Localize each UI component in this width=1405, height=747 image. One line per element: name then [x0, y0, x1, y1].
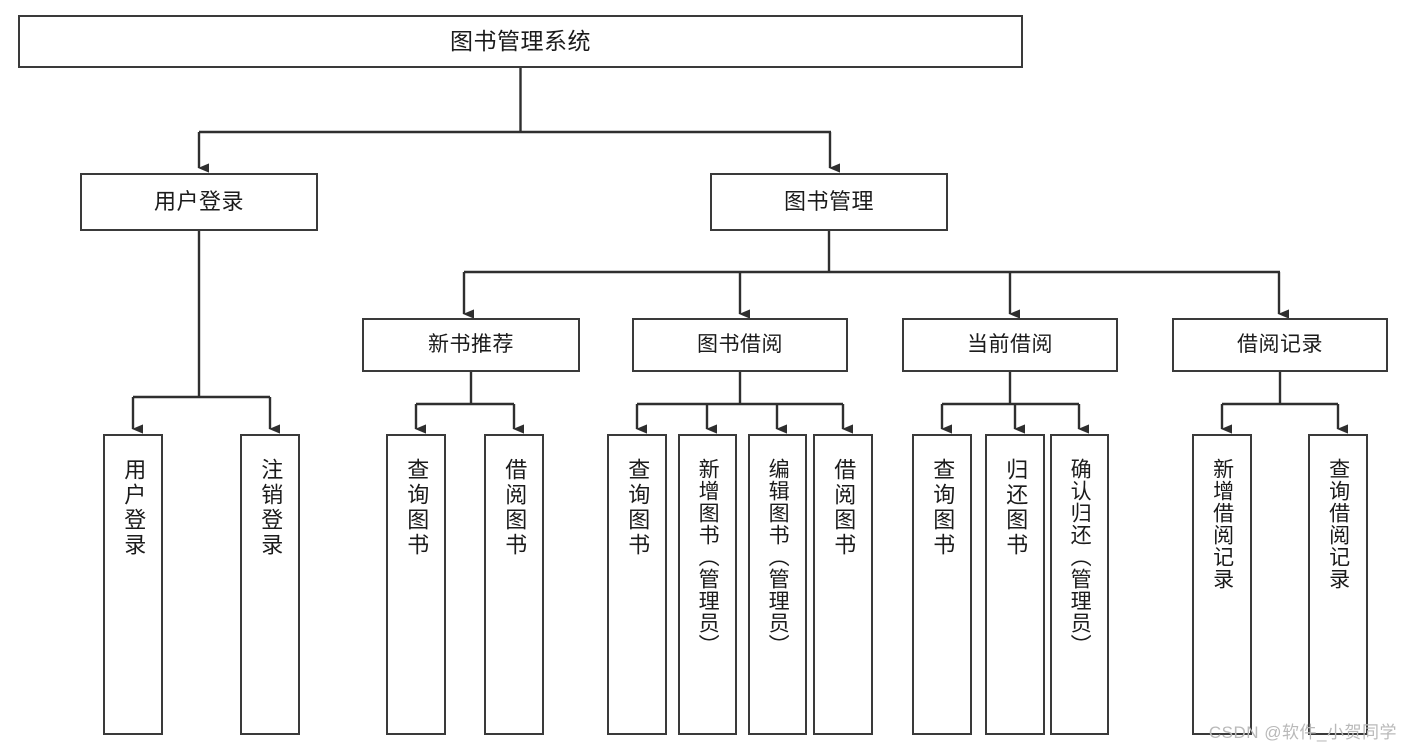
node-leaf-label: 新增借阅记录 [1210, 458, 1234, 590]
node-leaf-leaf-confirm-return[interactable]: 确认归还（管理员） [1050, 434, 1109, 735]
node-leaf-label: 编辑图书（管理员） [766, 458, 790, 656]
node-leaf-label: 用户登录 [121, 458, 147, 558]
node-leaf-leaf-user-login[interactable]: 用户登录 [103, 434, 163, 735]
node-leaf-leaf-edit-book[interactable]: 编辑图书（管理员） [748, 434, 807, 735]
node-leaf-leaf-add-book[interactable]: 新增图书（管理员） [678, 434, 737, 735]
node-level3-borrow-record[interactable]: 借阅记录 [1172, 318, 1388, 372]
node-level2-label: 图书管理 [783, 189, 874, 215]
node-leaf-leaf-borrow-book-2[interactable]: 借阅图书 [813, 434, 873, 735]
node-level3-book-borrow[interactable]: 图书借阅 [632, 318, 848, 372]
node-leaf-label: 确认归还（管理员） [1068, 458, 1092, 656]
node-leaf-label: 归还图书 [1003, 458, 1029, 558]
node-leaf-leaf-borrow-book-1[interactable]: 借阅图书 [484, 434, 544, 735]
node-leaf-leaf-query-book-1[interactable]: 查询图书 [386, 434, 446, 735]
node-level2-label: 用户登录 [153, 189, 244, 215]
node-leaf-label: 查询图书 [930, 458, 956, 558]
node-level2-user-login[interactable]: 用户登录 [80, 173, 318, 231]
node-level3-label: 图书借阅 [697, 332, 783, 356]
csdn-watermark: CSDN @软件_小贺同学 [1208, 723, 1397, 742]
node-leaf-label: 查询图书 [625, 458, 651, 558]
node-leaf-leaf-query-record[interactable]: 查询借阅记录 [1308, 434, 1368, 735]
node-leaf-label: 新增图书（管理员） [696, 458, 720, 656]
node-level3-label: 新书推荐 [428, 332, 514, 356]
node-level3-label: 当前借阅 [967, 332, 1053, 356]
node-leaf-leaf-query-book-2[interactable]: 查询图书 [607, 434, 667, 735]
node-root-label: 图书管理系统 [450, 27, 591, 54]
node-level3-label: 借阅记录 [1237, 332, 1323, 356]
node-leaf-label: 注销登录 [258, 458, 284, 558]
node-leaf-leaf-add-record[interactable]: 新增借阅记录 [1192, 434, 1252, 735]
node-level3-current-borrow[interactable]: 当前借阅 [902, 318, 1118, 372]
node-level2-book-manage[interactable]: 图书管理 [710, 173, 948, 231]
node-root-root[interactable]: 图书管理系统 [18, 15, 1023, 68]
node-leaf-leaf-user-logout[interactable]: 注销登录 [240, 434, 300, 735]
node-leaf-leaf-query-book-3[interactable]: 查询图书 [912, 434, 972, 735]
node-leaf-label: 查询图书 [404, 458, 430, 558]
node-leaf-label: 借阅图书 [502, 458, 528, 558]
node-leaf-leaf-return-book[interactable]: 归还图书 [985, 434, 1045, 735]
node-leaf-label: 查询借阅记录 [1326, 458, 1350, 590]
node-leaf-label: 借阅图书 [831, 458, 857, 558]
node-level3-new-book-recommend[interactable]: 新书推荐 [362, 318, 580, 372]
